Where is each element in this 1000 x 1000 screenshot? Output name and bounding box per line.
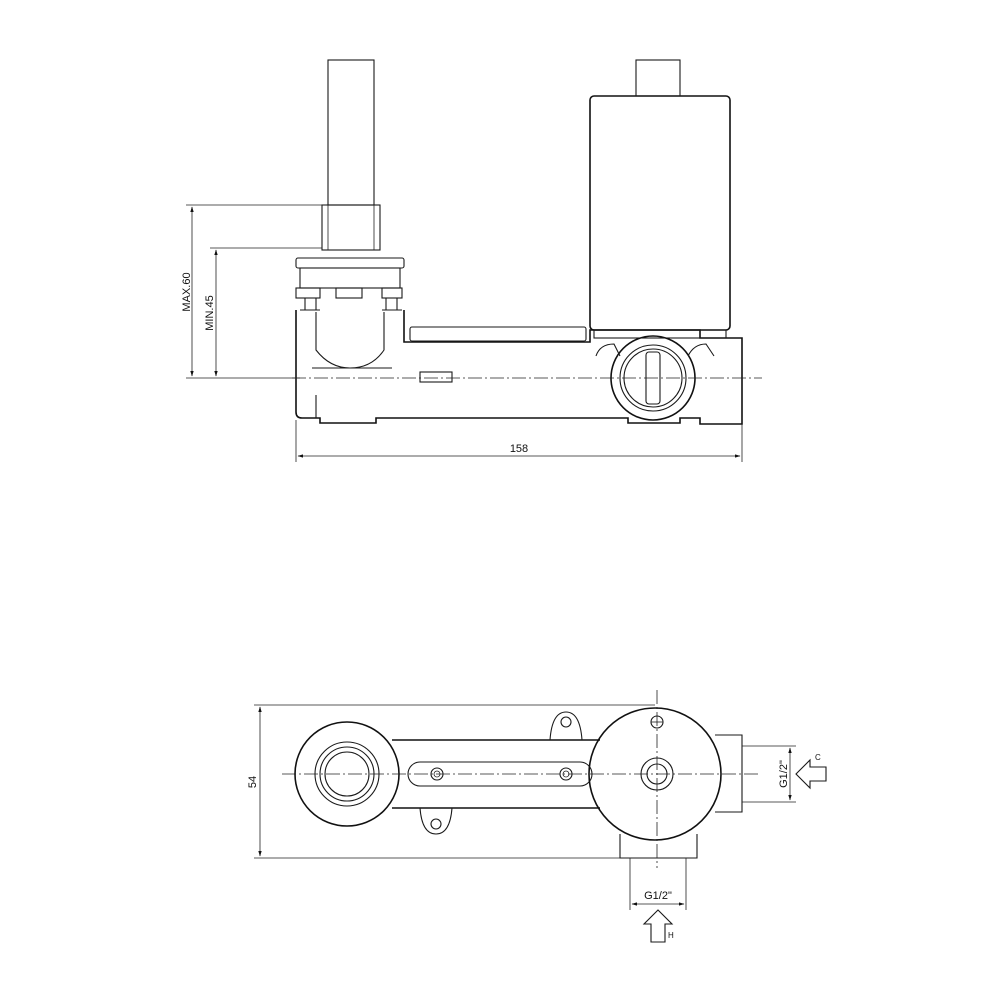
body-slot (419, 371, 453, 383)
top-body-outline (392, 739, 600, 809)
valve-body (295, 310, 743, 425)
valve-housing-circle (588, 707, 722, 841)
mounting-ear-bottom (419, 807, 453, 835)
cold-arrow-label: C (815, 753, 821, 762)
cartridge-housing (589, 95, 731, 331)
hot-inlet-arrow (642, 909, 674, 943)
mounting-ear-top (549, 711, 583, 741)
dim-max-label: MAX.60 (181, 272, 193, 311)
dim-min-label: MIN.45 (204, 295, 216, 330)
cold-inlet-arrow (795, 758, 827, 790)
hot-arrow-label: H (668, 931, 674, 940)
spout-flange (295, 257, 405, 269)
dim-width-label: 158 (510, 443, 528, 455)
cold-inlet-stub (715, 734, 743, 813)
cold-thread-label: G1/2" (778, 760, 790, 788)
top-view: 54 G1/2" C G1/2" H (247, 690, 827, 943)
spout-tube (327, 59, 375, 206)
dim-height-label: 54 (247, 776, 259, 788)
hot-thread-label: G1/2" (644, 890, 672, 902)
top-plate (409, 326, 587, 342)
front-view: MAX.60 MIN.45 158 (181, 59, 762, 462)
hot-inlet-stub (619, 834, 698, 859)
